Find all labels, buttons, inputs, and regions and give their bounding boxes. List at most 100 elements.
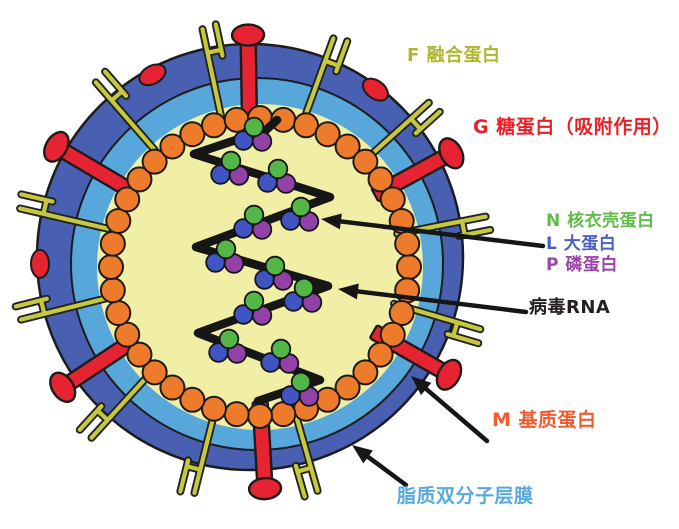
nlp-protein-cluster (280, 196, 320, 232)
g-spike-cap (438, 137, 465, 170)
f-spike-stem (17, 192, 110, 231)
matrix-protein-bead (159, 133, 186, 160)
nlp-protein-cluster (260, 338, 300, 374)
matrix-protein-bead (388, 300, 415, 327)
f-spike-fusion-protein (198, 20, 227, 122)
nlp-protein-cluster (280, 371, 320, 407)
f-spike-fusion-protein (75, 367, 157, 442)
f-spike-fusion-protein (16, 190, 112, 233)
matrix-protein-bead (367, 166, 394, 193)
arrow-line (336, 218, 546, 249)
matrix-protein-bead (270, 401, 297, 428)
g-spike-cap (43, 130, 70, 163)
n-protein-bead (264, 255, 286, 277)
nlp-protein-cluster (254, 255, 294, 291)
matrix-protein-bead (314, 386, 341, 413)
matrix-protein-bead (126, 166, 153, 193)
matrix-protein-bead (114, 321, 141, 348)
f-spike-fusion-protein (11, 293, 113, 324)
label-viral-rna: 病毒RNA (529, 297, 611, 318)
arrow-to-matrix-protein (411, 376, 490, 444)
arrow-head (411, 376, 432, 396)
label-l-large-protein: L 大蛋白 (546, 234, 617, 254)
n-protein-bead (293, 277, 315, 299)
matrix-protein-bead (98, 254, 124, 280)
matrix-protein-bead (314, 121, 341, 148)
f-spike-stem (290, 402, 320, 499)
g-spike-cap (49, 371, 77, 404)
g-spike-cap (230, 23, 266, 47)
arrow-head (321, 213, 342, 230)
arrow-to-nlp-cluster (321, 213, 546, 249)
matrix-protein-bead (367, 341, 394, 368)
nlp-protein-cluster (208, 328, 248, 364)
g-spike-bump (138, 63, 167, 87)
g-spike-bump (30, 248, 51, 279)
matrix-protein-bead (379, 186, 406, 213)
arrow-line (422, 385, 490, 444)
n-protein-bead (215, 238, 237, 260)
nlp-protein-cluster (233, 116, 273, 152)
matrix-protein-bead (159, 374, 186, 401)
label-f-fusion-protein: F 融合蛋白 (407, 45, 501, 66)
matrix-protein-bead (179, 386, 206, 413)
f-spike-fusion-protein (389, 299, 485, 348)
nlp-protein-cluster (205, 238, 245, 274)
f-spike-fusion-protein (91, 67, 159, 155)
matrix-protein-bead (334, 374, 361, 401)
n-protein-bead (290, 371, 312, 393)
n-protein-bead (270, 338, 292, 360)
f-spike-stem (300, 36, 350, 126)
arrow-line (353, 288, 529, 315)
nlp-protein-cluster (283, 277, 323, 313)
n-protein-bead (218, 328, 240, 350)
matrix-protein-bead (99, 230, 126, 257)
arrow-to-viral-rna (338, 283, 529, 315)
matrix-protein-bead (200, 395, 227, 422)
f-spike-fusion-protein (298, 34, 352, 127)
g-spike-cap (435, 358, 463, 391)
n-protein-bead (243, 204, 265, 226)
nlp-protein-cluster (233, 290, 273, 326)
arrow-head (352, 445, 373, 464)
matrix-protein-bead (200, 112, 227, 139)
nlp-protein-cluster (233, 204, 273, 240)
matrix-protein-bead (126, 341, 153, 368)
matrix-protein-bead (247, 403, 273, 429)
matrix-protein-bead (99, 277, 126, 304)
matrix-protein-bead (223, 401, 250, 428)
n-protein-bead (243, 290, 265, 312)
matrix-protein-bead (105, 207, 132, 234)
n-protein-bead (267, 158, 289, 180)
arrow-line (364, 453, 409, 488)
matrix-protein-bead (394, 230, 421, 257)
nlp-protein-cluster (257, 158, 297, 194)
label-m-matrix-protein: M 基质蛋白 (492, 409, 597, 431)
matrix-protein-bead (114, 186, 141, 213)
matrix-protein-bead (141, 359, 168, 386)
label-p-phosphoprotein: P 磷蛋白 (546, 255, 618, 275)
label-g-glycoprotein: G 糖蛋白（吸附作用） (473, 116, 672, 138)
n-protein-bead (220, 150, 242, 172)
f-spike-stem (93, 69, 158, 153)
matrix-protein-bead (105, 300, 132, 327)
f-spike-stem (77, 369, 155, 440)
label-n-nucleocapsid-protein: N 核衣壳蛋白 (546, 211, 655, 231)
matrix-protein-bead (179, 121, 206, 148)
matrix-protein-bead (379, 321, 406, 348)
f-spike-stem (200, 22, 225, 120)
arrow-to-lipid-bilayer (352, 445, 409, 488)
g-spike-bump (361, 77, 389, 102)
matrix-protein-bead (334, 133, 361, 160)
matrix-protein-bead (141, 148, 168, 175)
nlp-protein-cluster (210, 150, 250, 186)
g-spike-bump-ellipse (138, 63, 167, 87)
f-spike-stem (13, 295, 111, 322)
matrix-protein-bead (396, 254, 422, 280)
matrix-protein-bead (293, 112, 320, 139)
g-spike-bump-ellipse (361, 77, 389, 102)
g-spike-cap (247, 476, 283, 501)
g-spike-bump-ellipse (30, 248, 51, 279)
